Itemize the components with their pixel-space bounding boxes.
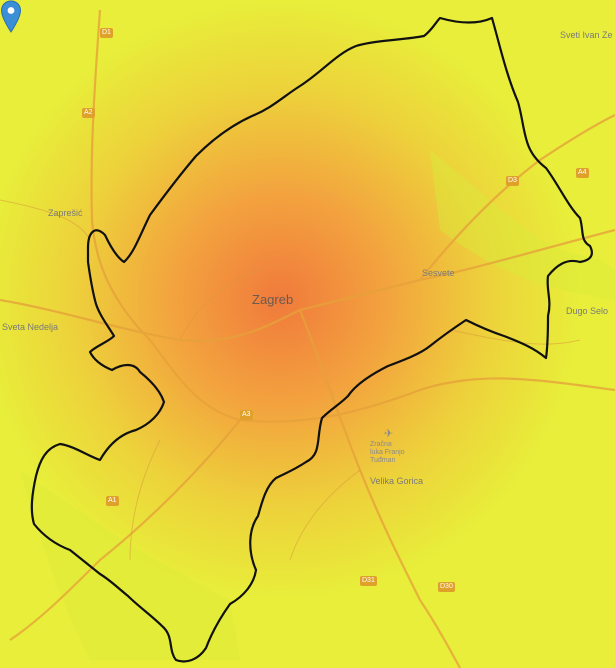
road-network — [0, 9, 615, 668]
airport-label-line: Zračna — [370, 441, 392, 448]
minor-road — [129, 439, 161, 561]
road-southwest — [9, 419, 241, 641]
road-shield-d31: D31 — [360, 576, 377, 586]
road-shield-a4: A4 — [576, 168, 589, 178]
airport-icon: ✈ — [384, 427, 394, 440]
road-shield-a2: A2 — [82, 108, 95, 118]
road-motorway-ring — [90, 9, 615, 423]
pin-body — [0, 0, 22, 33]
location-pin-icon[interactable] — [0, 0, 22, 34]
place-label-dugo-selo: Dugo Selo — [566, 306, 609, 316]
minor-road — [179, 269, 261, 341]
road-shield-a3: A3 — [240, 410, 253, 420]
city-boundary — [30, 16, 593, 663]
lowland-zone — [20, 470, 240, 660]
road-south — [298, 309, 461, 668]
road-northeast — [419, 114, 615, 281]
road-shield-d3: D3 — [506, 176, 519, 186]
airport-label-line: Tuđman — [370, 457, 396, 464]
place-label-zapresic: Zaprešić — [48, 208, 83, 218]
place-label-sveti-ivan: Sveti Ivan Ze — [560, 30, 613, 40]
place-label-sesvete: Sesvete — [422, 268, 455, 278]
place-label-sveta-nedelja: Sveta Nedelja — [2, 322, 59, 332]
road-shield-d1: D1 — [100, 28, 113, 38]
airport-label-line: luka Franjo — [370, 449, 405, 456]
place-label-velika-gorica: Velika Gorica — [370, 476, 424, 486]
minor-road — [0, 199, 91, 241]
road-shield-d30: D30 — [438, 582, 455, 592]
airport-label: Zračna luka Franjo Tuđman — [370, 441, 405, 465]
pin-dot — [7, 7, 15, 14]
road-shield-a1: A1 — [106, 496, 119, 506]
minor-road — [289, 469, 361, 561]
city-label-zagreb: Zagreb — [252, 292, 294, 307]
